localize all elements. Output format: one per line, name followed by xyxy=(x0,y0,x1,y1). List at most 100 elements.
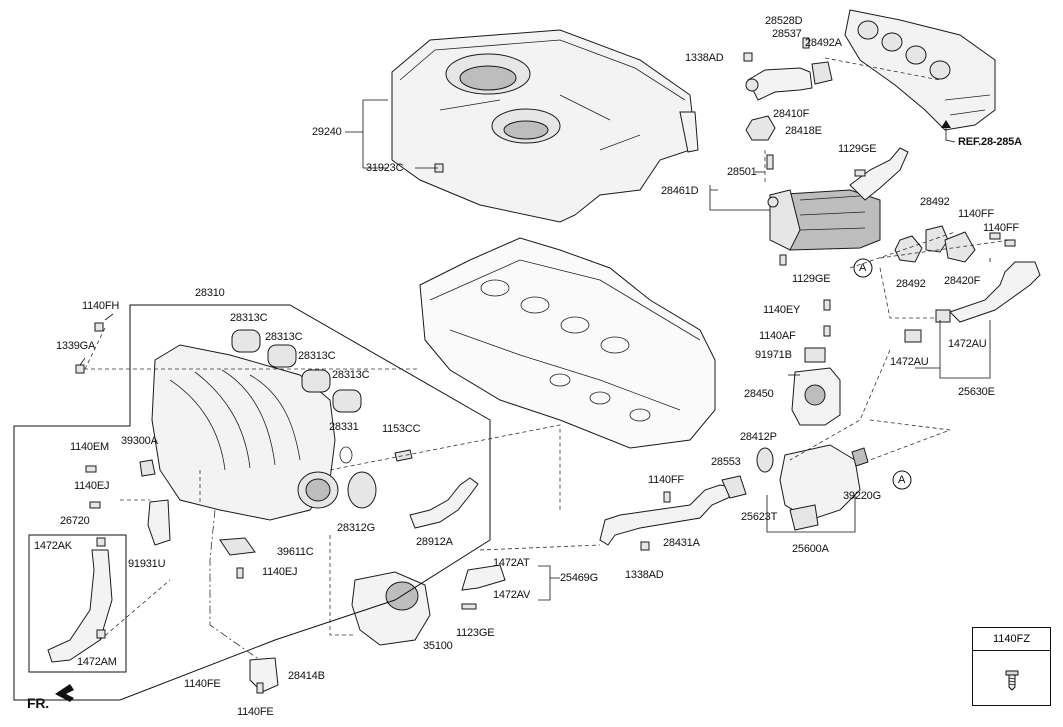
part-label-1338ad-a: 1338AD xyxy=(685,52,724,64)
hose-25469g xyxy=(461,564,506,591)
leader-lines xyxy=(79,99,991,601)
gasket-28312g xyxy=(347,471,377,509)
part-label-29240: 29240 xyxy=(312,126,342,138)
part-label-25469g: 25469G xyxy=(560,572,598,584)
front-arrow-icon xyxy=(55,684,74,702)
part-label-1140ey: 1140EY xyxy=(763,304,801,316)
part-label-28331: 28331 xyxy=(329,421,359,433)
clamp-1472au xyxy=(935,309,951,323)
gasket-28313c-1 xyxy=(231,329,261,353)
gasket-28418e xyxy=(745,115,776,141)
part-label-28313c-1: 28313C xyxy=(230,312,268,324)
callout-label-a-1: A xyxy=(859,262,867,274)
part-label-1339ga: 1339GA xyxy=(56,340,96,352)
part-label-1140fe-a: 1140FE xyxy=(184,678,221,690)
part-label-31923c: 31923C xyxy=(366,162,404,174)
sensor-39300a xyxy=(139,459,156,477)
part-label-28410f: 28410F xyxy=(773,108,810,120)
reference-label: REF.28-285A xyxy=(958,136,1022,148)
part-label-1472av: 1472AV xyxy=(493,589,531,601)
engine-cover xyxy=(391,29,699,223)
cylinder-head xyxy=(419,237,716,449)
part-label-28537: 28537 xyxy=(772,28,802,40)
part-label-39220g: 39220G xyxy=(843,490,881,502)
gasket-28313c-4 xyxy=(332,389,362,413)
gasket-28492 xyxy=(894,235,923,263)
part-label-1472au-a: 1472AU xyxy=(948,338,987,350)
egr-pipe xyxy=(745,61,833,101)
flange-28553 xyxy=(721,475,747,499)
part-label-28313c-4: 28313C xyxy=(332,369,370,381)
oring-28331 xyxy=(339,446,353,464)
part-label-1140af: 1140AF xyxy=(759,330,796,342)
part-label-28912a: 28912A xyxy=(416,536,453,548)
part-label-1140ff-b: 1140FF xyxy=(983,222,1019,234)
gasket-28313c-2 xyxy=(267,344,297,368)
part-label-25623t: 25623T xyxy=(741,511,778,523)
intake-manifold xyxy=(151,344,339,521)
part-label-28414b: 28414B xyxy=(288,670,325,682)
part-label-28492: 28492 xyxy=(920,196,950,208)
bolt-1153cc xyxy=(394,449,413,462)
part-label-1140fh: 1140FH xyxy=(82,300,120,312)
part-label-28420f: 28420F xyxy=(944,275,981,287)
part-label-1129ge-b: 1129GE xyxy=(792,273,831,285)
part-label-35100: 35100 xyxy=(423,640,453,652)
callout-a-1 xyxy=(853,258,873,278)
part-label-1140fe-b: 1140FE xyxy=(237,706,274,718)
part-label-39300a: 39300A xyxy=(121,435,158,447)
bolt-icon xyxy=(973,651,1050,706)
egr-cooler xyxy=(767,147,909,251)
hose-1472ak xyxy=(47,549,113,663)
part-label-28313c-2: 28313C xyxy=(265,331,303,343)
clamp-1472au-b xyxy=(904,329,922,343)
exhaust-manifold xyxy=(844,9,996,131)
thermostat-housing xyxy=(756,444,869,531)
part-label-1472ak: 1472AK xyxy=(34,540,72,552)
part-label-39611c: 39611C xyxy=(277,546,314,558)
bracket-91931u xyxy=(147,499,171,546)
bolts xyxy=(75,37,1016,694)
part-label-25600a: 25600A xyxy=(792,543,829,555)
frame-hose-inset xyxy=(28,534,127,673)
part-label-28492-b: 28492 xyxy=(896,278,926,290)
throttle-body xyxy=(351,571,431,646)
part-label-28418e: 28418E xyxy=(785,125,822,137)
part-label-1140ej-b: 1140EJ xyxy=(262,566,298,578)
part-label-28501: 28501 xyxy=(727,166,757,178)
part-label-1140em: 1140EM xyxy=(70,441,109,453)
part-label-28528d: 28528D xyxy=(765,15,803,27)
part-label-1472au-b: 1472AU xyxy=(890,356,929,368)
gasket-28313c-3 xyxy=(301,369,331,393)
housing-28450 xyxy=(791,347,841,426)
part-label-28310: 28310 xyxy=(195,287,225,299)
part-label-1123ge: 1123GE xyxy=(456,627,495,639)
legend-part-number: 1140FZ xyxy=(973,628,1050,651)
part-label-91931u: 91931U xyxy=(128,558,166,570)
front-direction-label: FR. xyxy=(27,695,49,711)
ref-arrow-icon xyxy=(941,120,951,128)
part-label-1153cc: 1153CC xyxy=(382,423,421,435)
part-label-1140ff-a: 1140FF xyxy=(958,208,994,220)
part-label-28431a: 28431A xyxy=(663,537,700,549)
legend-box: 1140FZ xyxy=(972,627,1051,706)
part-label-28461d: 28461D xyxy=(661,185,699,197)
part-label-26720: 26720 xyxy=(60,515,90,527)
part-label-1140ff-c: 1140FF xyxy=(648,474,684,486)
frame-28310 xyxy=(13,304,491,701)
part-label-28450: 28450 xyxy=(744,388,774,400)
callout-a-2 xyxy=(892,470,912,490)
part-label-1472at: 1472AT xyxy=(493,557,530,569)
part-label-28313c-3: 28313C xyxy=(298,350,336,362)
part-label-28312g: 28312G xyxy=(337,522,375,534)
part-label-1129ge-a: 1129GE xyxy=(838,143,877,155)
bracket-28414b xyxy=(249,657,279,693)
sensor-39611c xyxy=(219,537,256,556)
dashed-lines xyxy=(84,57,1011,661)
part-label-1472am: 1472AM xyxy=(77,656,117,668)
part-label-28553: 28553 xyxy=(711,456,741,468)
part-label-1140ej-a: 1140EJ xyxy=(74,480,110,492)
pipe-28431a xyxy=(599,484,736,546)
gasket-28492-b xyxy=(925,225,949,253)
